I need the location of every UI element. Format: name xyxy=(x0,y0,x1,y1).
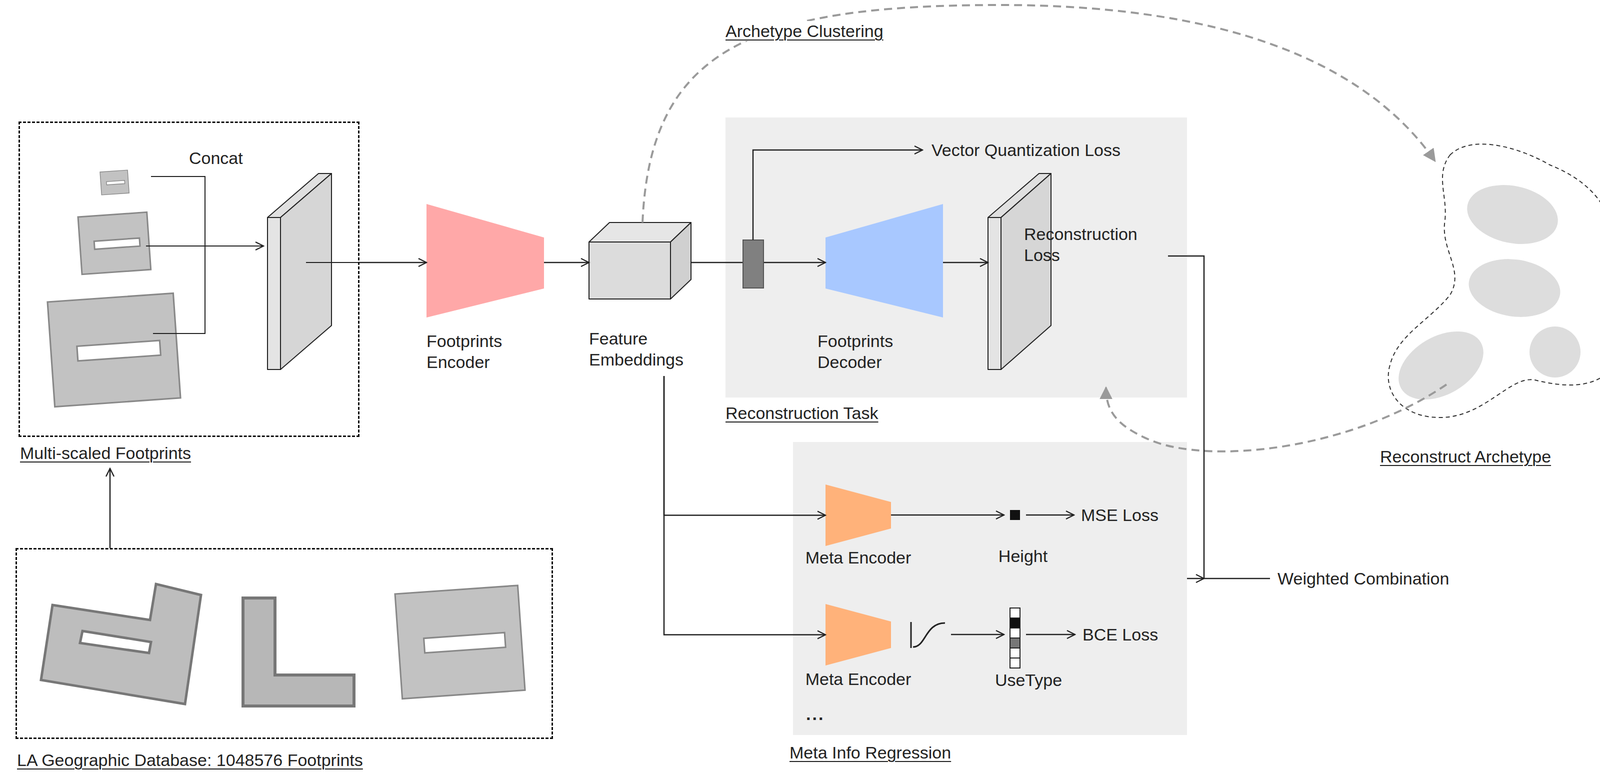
flow-arrow xyxy=(109,468,111,548)
node-heading: Meta Encoder xyxy=(805,547,912,568)
decoder-trapezoid: Footprints Decoder xyxy=(825,204,943,318)
task-panel: Meta Info RegressionMeta EncoderMeta Enc… xyxy=(793,442,1187,735)
node-heading: Footprints Decoder xyxy=(817,330,933,373)
node-heading: LA Geographic Database: 1048576 Footprin… xyxy=(17,749,363,771)
annotation-label: Height xyxy=(998,546,1048,566)
usetype-arrow xyxy=(951,634,1004,636)
dashed-group-box: LA Geographic Database: 1048576 Footprin… xyxy=(15,548,553,739)
annotation-label: UseType xyxy=(995,670,1062,690)
height-scalar xyxy=(1010,510,1020,520)
dashed-flow-arrow xyxy=(642,5,1435,223)
reconstruction-slab: Reconstruction Loss xyxy=(988,173,1160,370)
height-arrow xyxy=(891,514,1004,516)
node-heading: Footprints Encoder xyxy=(426,330,542,373)
meta-encoder-trapezoid: Meta Encoder xyxy=(825,484,891,546)
flow-arrow xyxy=(664,376,826,516)
annotation-label: Concat xyxy=(189,148,243,168)
archetype-cluster-blob-outline xyxy=(1385,135,1600,425)
node-heading: Feature Embeddings xyxy=(589,328,699,370)
annotation-label: ... xyxy=(806,704,825,724)
meta-encoder-trapezoid-outline xyxy=(825,604,891,666)
encoder-trapezoid-outline xyxy=(426,204,544,318)
node-text: Reconstruction Loss xyxy=(1024,223,1155,266)
flow-arrow xyxy=(359,262,427,264)
node-heading: Reconstruction Task xyxy=(725,402,879,424)
bce-arrow xyxy=(1026,634,1075,636)
flow-arrow xyxy=(664,376,826,635)
sigmoid-symbol xyxy=(911,622,945,648)
dashed-group-box: Multi-scaled Footprints xyxy=(18,121,360,437)
embedding-cube-outline xyxy=(589,222,691,299)
footprint-large xyxy=(47,293,181,407)
meta-encoder-trapezoid: Meta Encoder xyxy=(825,604,891,666)
node-heading: Meta Encoder xyxy=(805,668,912,690)
edge-label: Archetype Clustering xyxy=(722,21,887,41)
footprint-l-shape xyxy=(243,598,354,706)
mse-arrow xyxy=(1026,514,1074,516)
footprint-hook xyxy=(41,584,201,704)
encoder-trapezoid: Footprints Encoder xyxy=(426,204,544,318)
stacked-input-slab xyxy=(267,173,332,370)
node-heading: Meta Info Regression xyxy=(789,742,951,763)
annotation-label: BCE Loss xyxy=(1082,624,1158,645)
concat-bracket xyxy=(146,176,264,334)
dashed-flow-arrow xyxy=(1106,384,1447,452)
reconstruction-slab-outline xyxy=(988,173,1051,370)
archetype-cluster-blob: Reconstruct Archetype xyxy=(1385,135,1600,425)
flow-arrow xyxy=(943,262,988,264)
meta-encoder-trapezoid-outline xyxy=(825,484,891,546)
embedding-cube: Feature Embeddings xyxy=(589,222,691,299)
node-heading: Reconstruct Archetype xyxy=(1380,446,1551,467)
footprint-medium xyxy=(78,212,151,274)
vq-loss-arrow xyxy=(753,150,923,240)
annotation-label: MSE Loss xyxy=(1081,505,1159,525)
slab-output-line xyxy=(306,262,360,263)
footprint-small xyxy=(100,170,129,195)
combination-lines xyxy=(1168,256,1270,579)
quantizer-block xyxy=(743,240,764,288)
footprint-slotted xyxy=(395,585,525,699)
node-heading: Multi-scaled Footprints xyxy=(20,442,191,464)
annotation-label: Weighted Combination xyxy=(1277,568,1449,589)
usetype-vector xyxy=(1010,608,1020,668)
flow-arrow xyxy=(544,262,589,264)
decoder-trapezoid-outline xyxy=(825,204,943,318)
annotation-label: Vector Quantization Loss xyxy=(931,140,1121,160)
